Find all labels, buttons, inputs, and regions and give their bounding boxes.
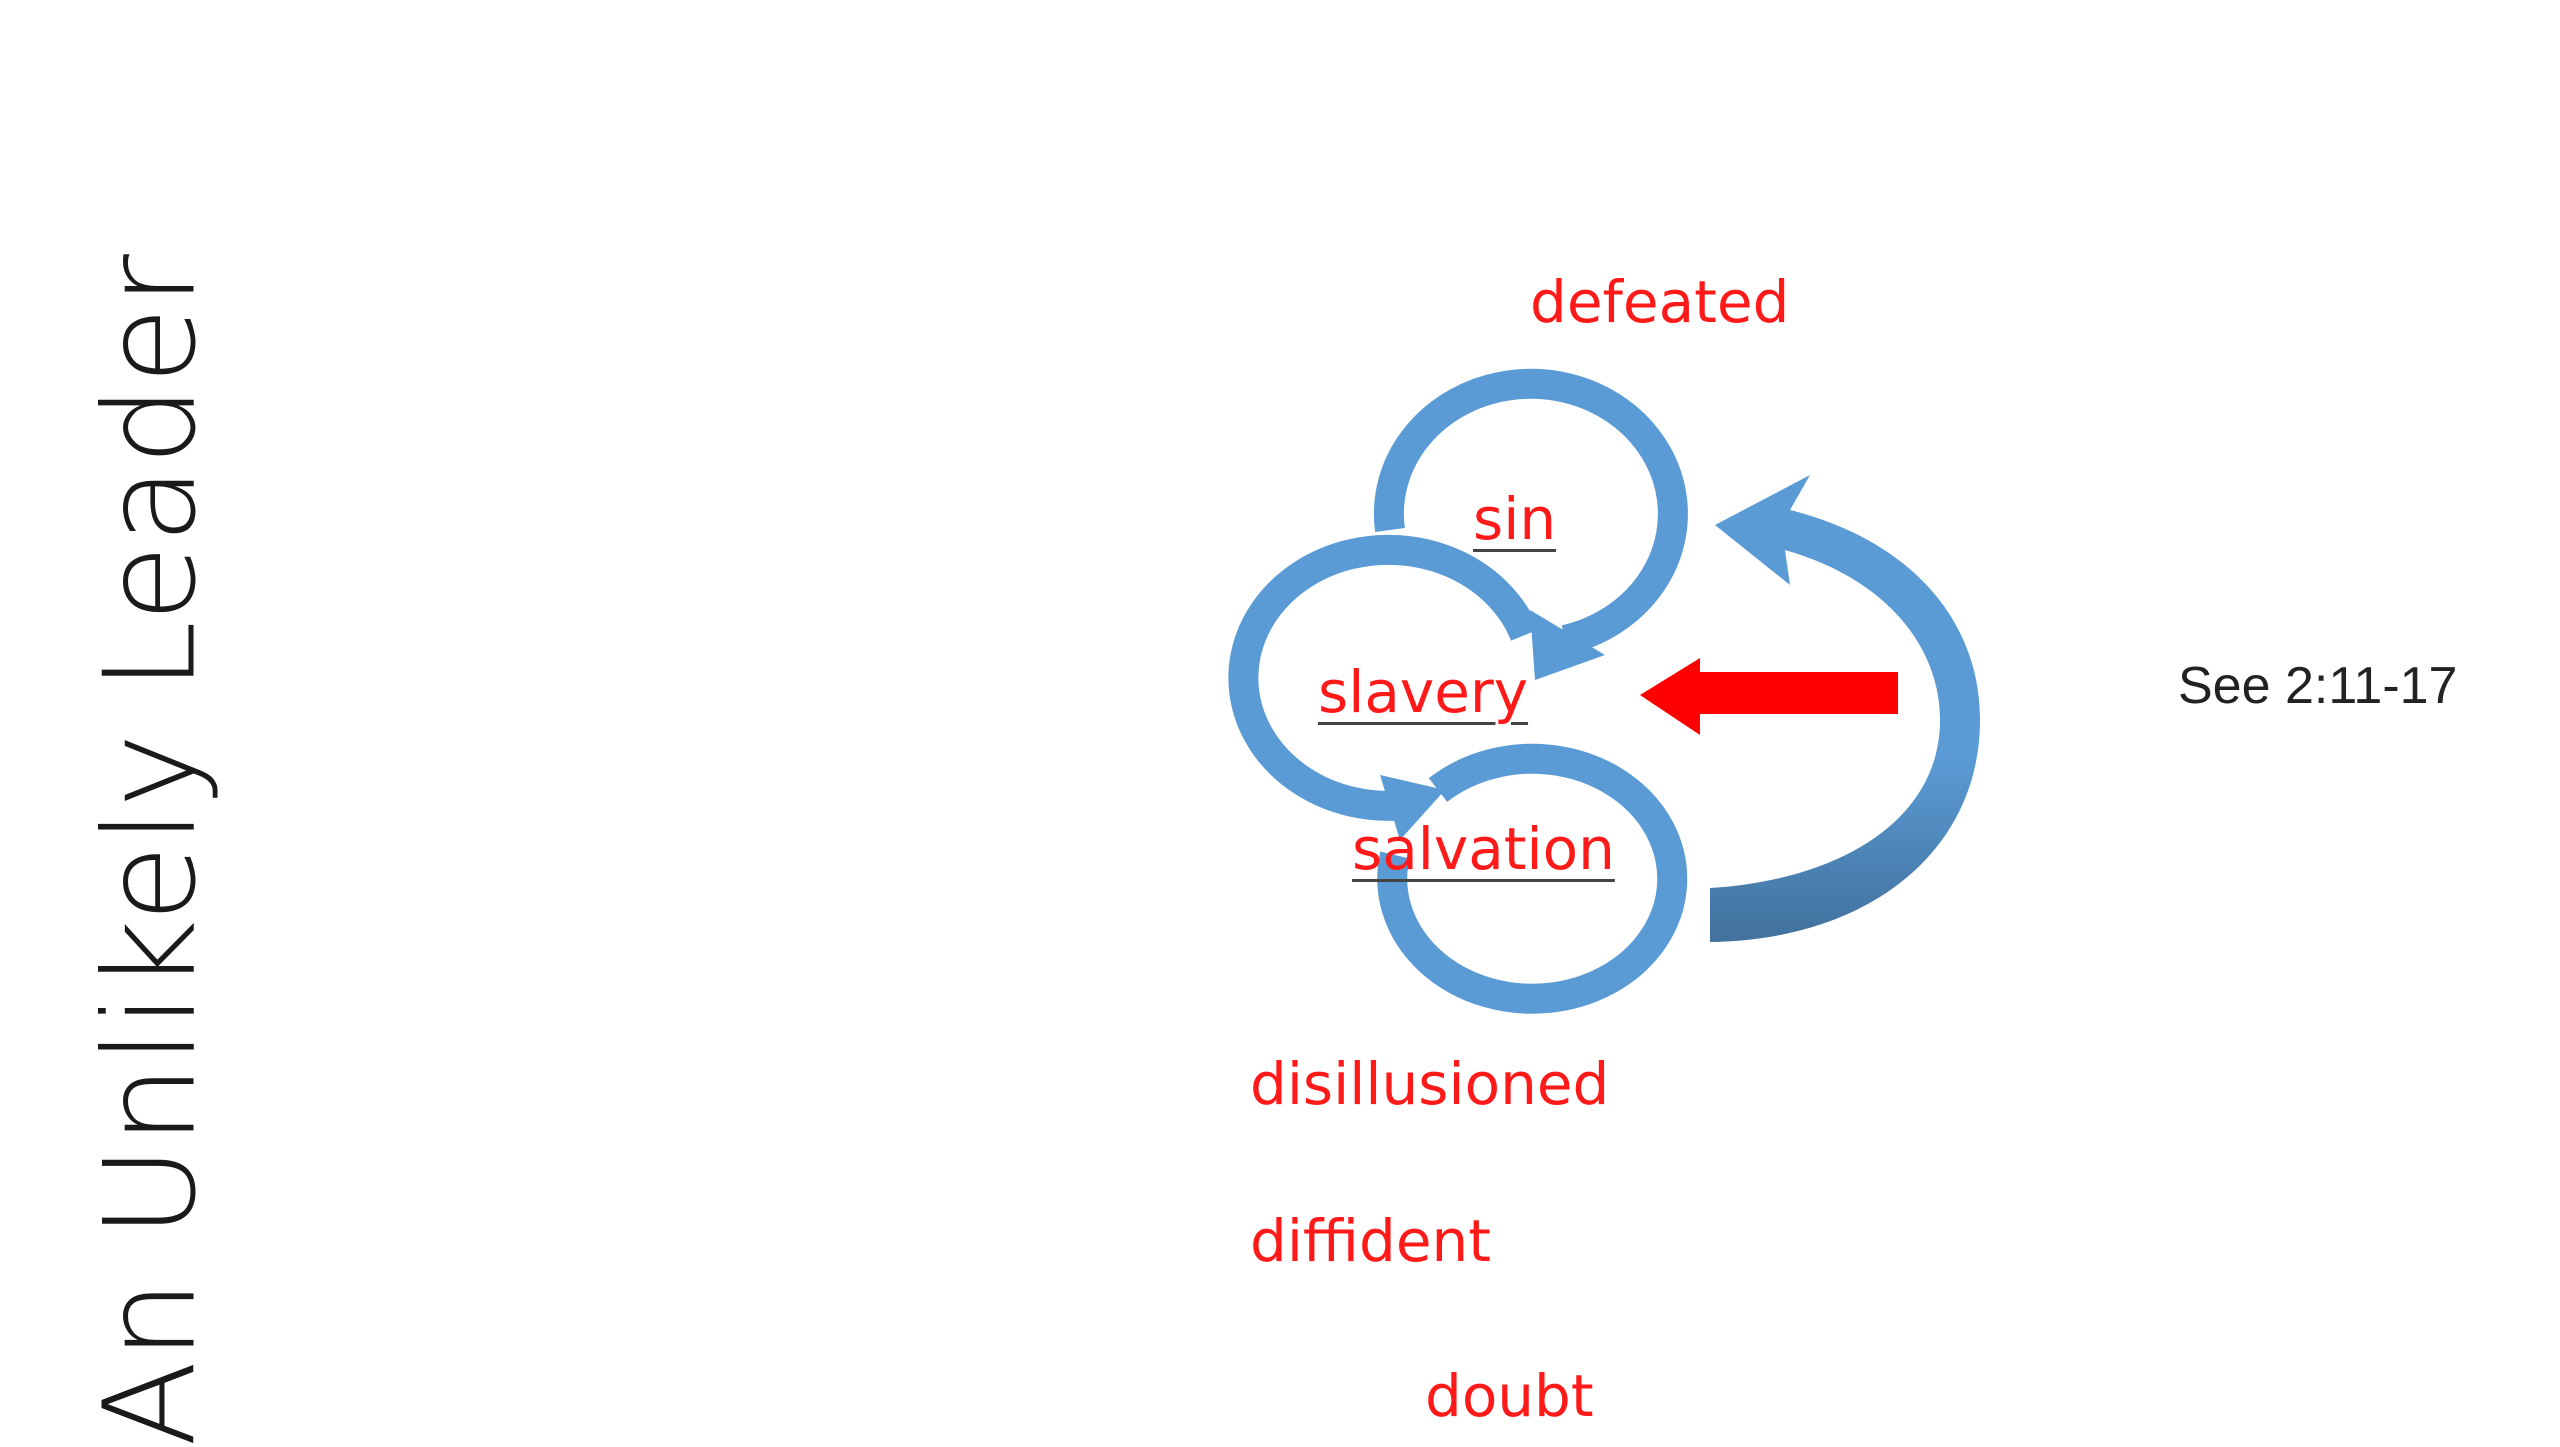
red-pointer-arrow xyxy=(1640,658,1898,735)
word-defeated: defeated xyxy=(1530,268,1790,336)
cycle-label-slavery: slavery xyxy=(1318,658,1529,726)
sin-circular-arrow xyxy=(1373,368,1688,680)
slavery-circular-arrow xyxy=(1228,534,1539,840)
return-curved-arrow xyxy=(1710,475,1980,942)
salvation-circular-arrow xyxy=(1377,743,1688,1014)
word-diffident: diffident xyxy=(1250,1207,1492,1275)
word-disillusioned: disillusioned xyxy=(1250,1050,1610,1118)
cycle-label-salvation: salvation xyxy=(1352,815,1615,883)
cycle-label-sin: sin xyxy=(1473,485,1557,553)
scripture-reference: See 2:11-17 xyxy=(2178,657,2458,715)
word-doubt: doubt xyxy=(1425,1362,1594,1430)
